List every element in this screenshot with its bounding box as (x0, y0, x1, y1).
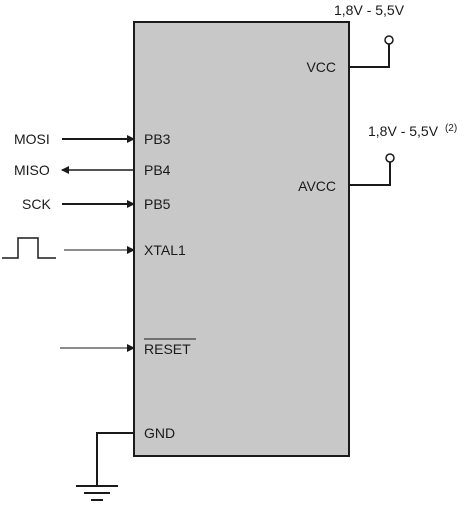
avcc-terminal-icon (385, 153, 395, 163)
miso-label: MISO (14, 162, 50, 178)
pin-gnd-label: GND (144, 425, 175, 441)
pin-avcc-label: AVCC (298, 178, 336, 194)
vcc-supply-label: 1,8V - 5,5V (334, 2, 405, 18)
pin-pb4-label: PB4 (144, 162, 171, 178)
pin-vcc-label: VCC (306, 59, 336, 75)
mosi-label: MOSI (14, 131, 50, 147)
pin-reset-label: RESET (144, 341, 191, 357)
chip-body (133, 21, 350, 457)
vcc-terminal-icon (384, 35, 394, 45)
avcc-wire (349, 162, 391, 186)
sck-label: SCK (22, 196, 51, 212)
ground-icon (76, 485, 118, 501)
vcc-wire (349, 44, 390, 68)
gnd-wire (96, 432, 134, 486)
pin-xtal1-label: XTAL1 (144, 242, 186, 258)
pin-pb5-label: PB5 (144, 196, 171, 212)
pin-pb3-label: PB3 (144, 131, 171, 147)
avcc-supply-label: 1,8V - 5,5V (2) (368, 123, 457, 139)
clock-pulse-icon (2, 237, 56, 259)
